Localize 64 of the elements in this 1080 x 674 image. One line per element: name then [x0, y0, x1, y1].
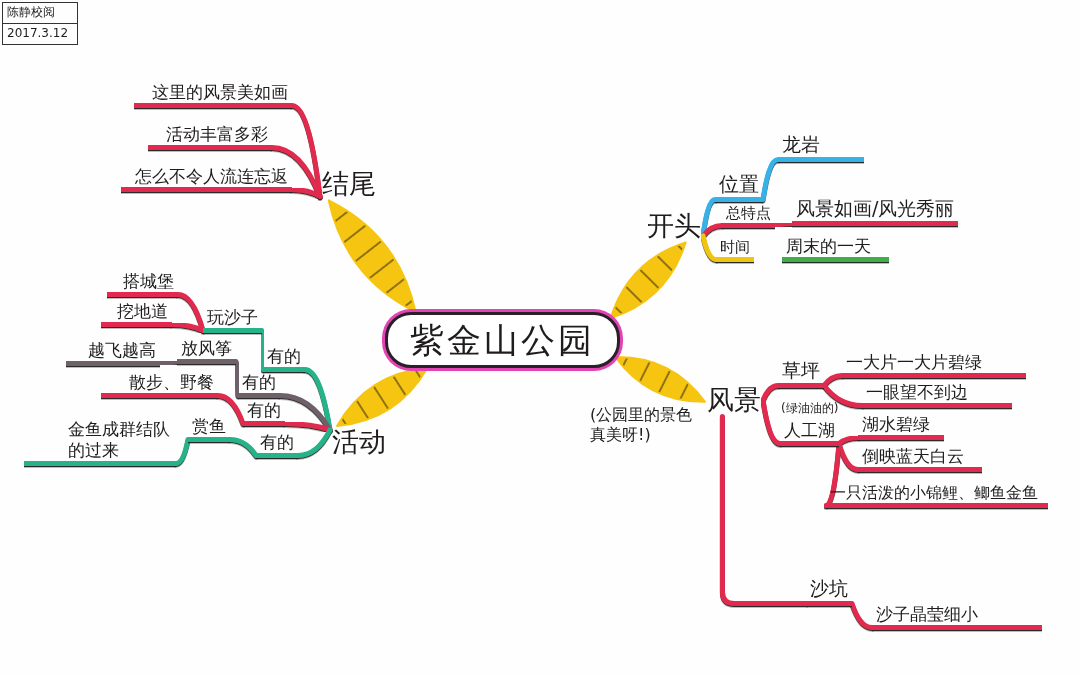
branch-text: 风景如画/风光秀丽: [792, 197, 959, 226]
branch-text: 放风筝: [177, 337, 236, 364]
branch-text: 草坪: [778, 359, 824, 388]
leaf-branch: [609, 241, 687, 320]
branch-line: [849, 601, 875, 630]
branch-text: 一眼望不到边: [862, 381, 1012, 408]
branch-text: 这里的风景美如画: [134, 81, 292, 108]
branch-line: [259, 328, 266, 372]
branch-line: [700, 223, 725, 239]
branch-text: 总特点: [722, 204, 775, 228]
branch-line: [233, 359, 241, 398]
branch-text: 位置: [715, 172, 763, 202]
branch-title: 开头: [645, 210, 703, 243]
branch-line: [719, 413, 809, 606]
branch-text: 越飞越高: [66, 339, 160, 366]
branch-line: [277, 393, 333, 433]
branch-line: [760, 397, 783, 446]
branch-text: 有的: [238, 371, 280, 398]
branch-line: [157, 359, 180, 366]
branch-line: [700, 233, 719, 262]
branch-text: 有的: [263, 345, 305, 372]
branch-line: [772, 221, 795, 228]
branch-line: [173, 437, 191, 466]
leaf-branch: [614, 355, 706, 403]
stamp-cell: 陈静校阅: [2, 2, 78, 24]
branch-text: 沙子晶莹细小: [872, 603, 1042, 630]
branch-text: 赏鱼: [188, 415, 230, 442]
branch-line: [169, 322, 206, 333]
branch-text: 有的: [243, 399, 285, 426]
branch-line: [760, 157, 781, 202]
branch-text: 活动丰富多彩: [148, 123, 272, 150]
branch-text: 玩沙子: [203, 306, 262, 333]
branch-text: 倒映蓝天白云: [858, 445, 982, 472]
branch-title: 活动: [330, 426, 388, 459]
note-text: (公园里的景色真美呀!): [590, 405, 694, 445]
branch-line: [295, 427, 333, 458]
branch-text: 金鱼成群结队的过来: [24, 419, 176, 466]
topic-box: 紫金山公园: [385, 312, 620, 368]
branch-title: 风景: [705, 384, 763, 417]
branch-text: 搭城堡: [107, 270, 178, 297]
branch-text: 时间: [716, 238, 754, 262]
branch-text: 一大片一大片碧绿: [842, 351, 1026, 378]
branch-text: 挖地道: [101, 300, 172, 327]
branch-line: [227, 437, 259, 458]
branch-text: 湖水碧绿: [858, 413, 944, 440]
stamp-cell: 2017.3.12: [2, 23, 78, 45]
branch-line: [215, 393, 246, 426]
branch-title: 结尾: [320, 168, 378, 201]
branch-text: 散步、野餐: [101, 371, 218, 398]
branch-text: 怎么不令人流连忘返: [121, 165, 292, 192]
branch-line: [289, 103, 323, 199]
branch-line: [836, 435, 861, 446]
branch-line: [821, 373, 845, 388]
note-text: (绿油油的): [781, 401, 839, 416]
branch-line: [821, 383, 865, 408]
branch-text: 周末的一天: [782, 235, 889, 262]
branch-line: [760, 383, 781, 403]
branch-text: 有的: [256, 431, 298, 458]
branch-line: [289, 187, 323, 199]
branch-text: 龙岩: [778, 133, 864, 162]
branch-text: 沙坑: [806, 577, 852, 606]
branch-text: 人工湖: [780, 419, 839, 446]
branch-line: [751, 257, 785, 262]
branch-text: 一只活泼的小锦鲤、鲫鱼金鱼: [826, 482, 1048, 508]
